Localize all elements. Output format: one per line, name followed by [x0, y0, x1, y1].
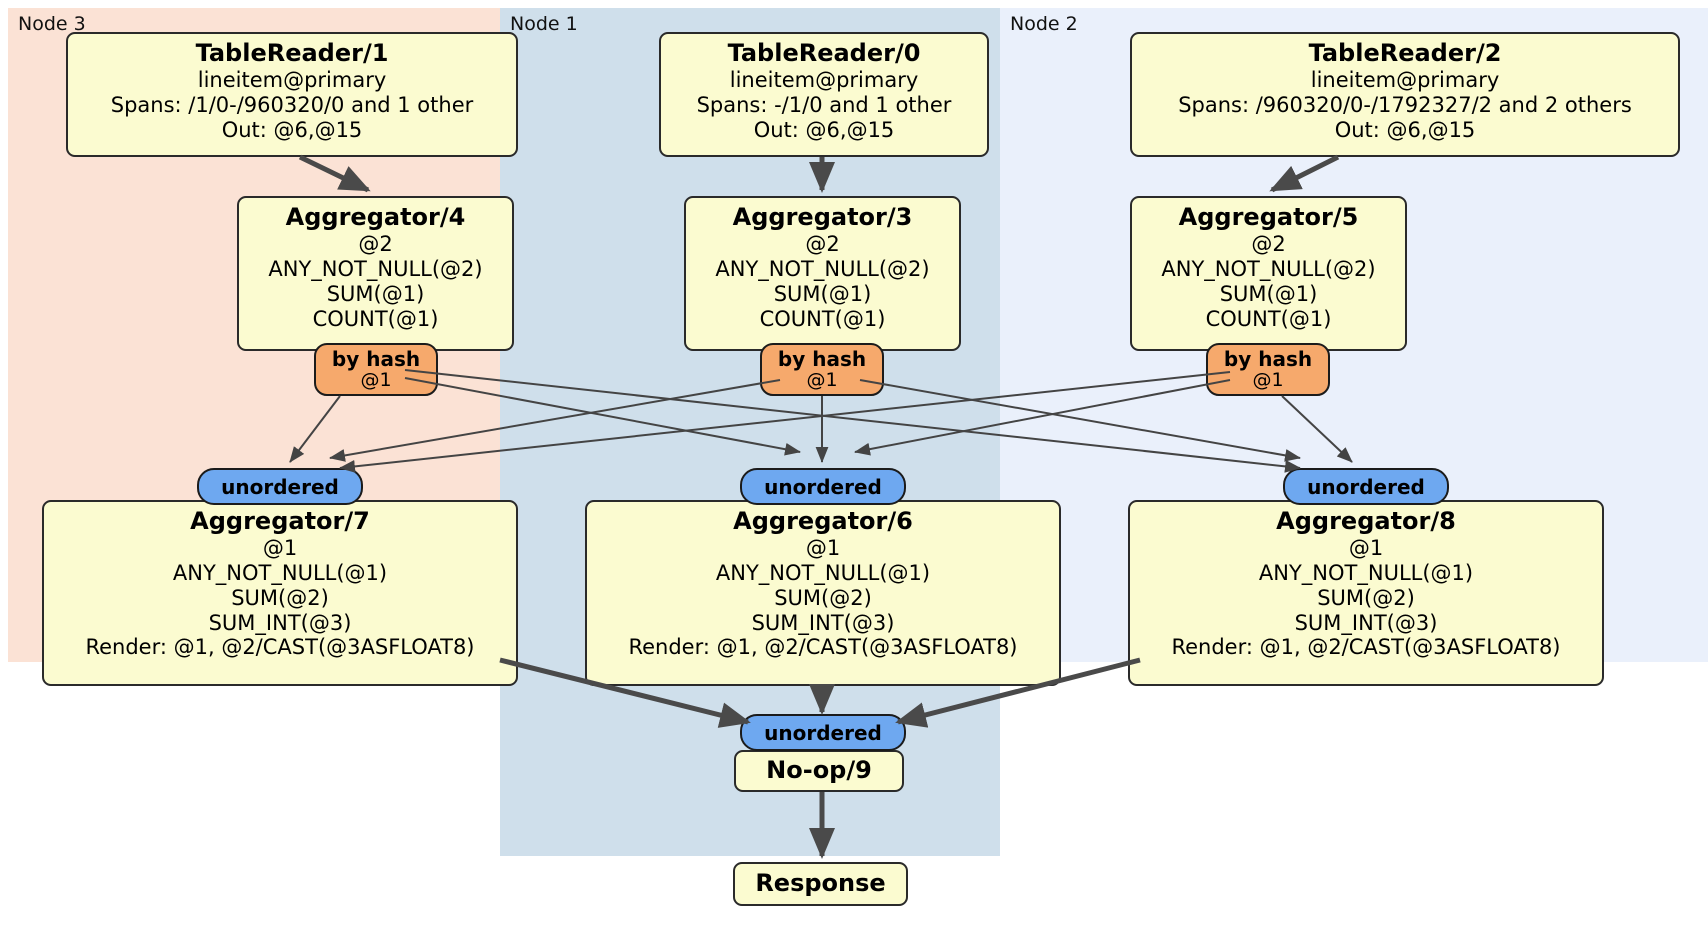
processor-detail-line: COUNT(@1): [1205, 306, 1332, 331]
processor-detail-line: @1: [805, 536, 841, 561]
processor-detail-line: COUNT(@1): [312, 306, 439, 331]
processor-aggregator-4[interactable]: Aggregator/4 @2 ANY_NOT_NULL(@2) SUM(@1)…: [237, 196, 514, 351]
router-by-hash-right[interactable]: by hash @1: [1206, 343, 1330, 396]
processor-detail-line: @1: [1348, 536, 1384, 561]
processor-table-reader-2[interactable]: TableReader/2 lineitem@primary Spans: /9…: [1130, 32, 1680, 157]
processor-title: TableReader/1: [195, 39, 389, 67]
processor-detail-line: Render: @1, @2/CAST(@3ASFLOAT8): [628, 635, 1018, 660]
node-panel-label-node2: Node 2: [1010, 13, 1078, 35]
processor-aggregator-6[interactable]: Aggregator/6 @1 ANY_NOT_NULL(@1) SUM(@2)…: [585, 500, 1061, 686]
processor-detail-line: COUNT(@1): [759, 306, 886, 331]
processor-aggregator-5[interactable]: Aggregator/5 @2 ANY_NOT_NULL(@2) SUM(@1)…: [1130, 196, 1407, 351]
node-panel-label-node3: Node 3: [18, 13, 86, 35]
synchronizer-label: unordered: [764, 474, 882, 499]
processor-detail-line: SUM(@2): [774, 585, 872, 610]
processor-detail-line: SUM(@2): [1317, 585, 1415, 610]
processor-detail-line: Spans: /960320/0-/1792327/2 and 2 others: [1178, 93, 1632, 118]
processor-title: Aggregator/5: [1178, 203, 1359, 231]
processor-noop-9[interactable]: No-op/9: [734, 750, 904, 792]
processor-detail-line: ANY_NOT_NULL(@1): [172, 561, 388, 586]
processor-detail-line: lineitem@primary: [729, 68, 919, 93]
processor-detail-line: SUM_INT(@3): [1294, 610, 1438, 635]
router-subtitle: @1: [806, 369, 838, 392]
router-by-hash-left[interactable]: by hash @1: [314, 343, 438, 396]
processor-title: Aggregator/3: [732, 203, 913, 231]
processor-detail-line: @2: [358, 232, 393, 257]
router-by-hash-center[interactable]: by hash @1: [760, 343, 884, 396]
processor-title: TableReader/2: [1308, 39, 1502, 67]
processor-detail-line: ANY_NOT_NULL(@2): [268, 257, 483, 282]
router-subtitle: @1: [1252, 369, 1284, 392]
processor-detail-line: SUM(@1): [1219, 281, 1318, 306]
processor-detail-line: Out: @6,@15: [221, 117, 363, 142]
processor-detail-line: @2: [1251, 232, 1286, 257]
processor-title: Aggregator/4: [285, 203, 466, 231]
processor-title: Aggregator/7: [190, 507, 370, 535]
processor-detail-line: ANY_NOT_NULL(@1): [715, 561, 931, 586]
processor-detail-line: SUM_INT(@3): [751, 610, 895, 635]
synchronizer-label: unordered: [764, 720, 882, 745]
processor-detail-line: SUM(@2): [231, 585, 329, 610]
processor-title: TableReader/0: [727, 39, 921, 67]
processor-detail-line: Render: @1, @2/CAST(@3ASFLOAT8): [85, 635, 475, 660]
processor-detail-line: ANY_NOT_NULL(@2): [715, 257, 930, 282]
processor-table-reader-0[interactable]: TableReader/0 lineitem@primary Spans: -/…: [659, 32, 989, 157]
processor-detail-line: ANY_NOT_NULL(@1): [1258, 561, 1474, 586]
synchronizer-label: unordered: [221, 474, 339, 499]
router-subtitle: @1: [360, 369, 392, 392]
processor-aggregator-7[interactable]: Aggregator/7 @1 ANY_NOT_NULL(@1) SUM(@2)…: [42, 500, 518, 686]
processor-title: No-op/9: [766, 755, 872, 784]
processor-detail-line: @1: [262, 536, 298, 561]
processor-table-reader-1[interactable]: TableReader/1 lineitem@primary Spans: /1…: [66, 32, 518, 157]
synchronizer-unordered-final[interactable]: unordered: [740, 714, 906, 751]
processor-detail-line: lineitem@primary: [1310, 68, 1500, 93]
synchronizer-unordered-left[interactable]: unordered: [197, 468, 363, 505]
processor-title: Aggregator/8: [1276, 507, 1456, 535]
processor-aggregator-3[interactable]: Aggregator/3 @2 ANY_NOT_NULL(@2) SUM(@1)…: [684, 196, 961, 351]
processor-detail-line: Out: @6,@15: [1334, 117, 1476, 142]
synchronizer-label: unordered: [1307, 474, 1425, 499]
processor-aggregator-8[interactable]: Aggregator/8 @1 ANY_NOT_NULL(@1) SUM(@2)…: [1128, 500, 1604, 686]
processor-detail-line: Spans: /1/0-/960320/0 and 1 other: [110, 93, 474, 118]
processor-detail-line: SUM_INT(@3): [208, 610, 352, 635]
processor-title: Aggregator/6: [733, 507, 913, 535]
router-title: by hash: [777, 347, 867, 372]
processor-detail-line: SUM(@1): [773, 281, 872, 306]
processor-detail-line: Render: @1, @2/CAST(@3ASFLOAT8): [1171, 635, 1561, 660]
synchronizer-unordered-center[interactable]: unordered: [740, 468, 906, 505]
processor-detail-line: ANY_NOT_NULL(@2): [1161, 257, 1376, 282]
processor-detail-line: @2: [805, 232, 840, 257]
router-title: by hash: [1223, 347, 1313, 372]
processor-detail-line: SUM(@1): [326, 281, 425, 306]
processor-detail-line: Spans: -/1/0 and 1 other: [696, 93, 952, 118]
node-panel-label-node1: Node 1: [510, 13, 578, 35]
router-title: by hash: [331, 347, 421, 372]
processor-detail-line: lineitem@primary: [197, 68, 387, 93]
processor-title: Response: [755, 868, 886, 897]
processor-response[interactable]: Response: [733, 862, 908, 906]
processor-detail-line: Out: @6,@15: [753, 117, 895, 142]
synchronizer-unordered-right[interactable]: unordered: [1283, 468, 1449, 505]
